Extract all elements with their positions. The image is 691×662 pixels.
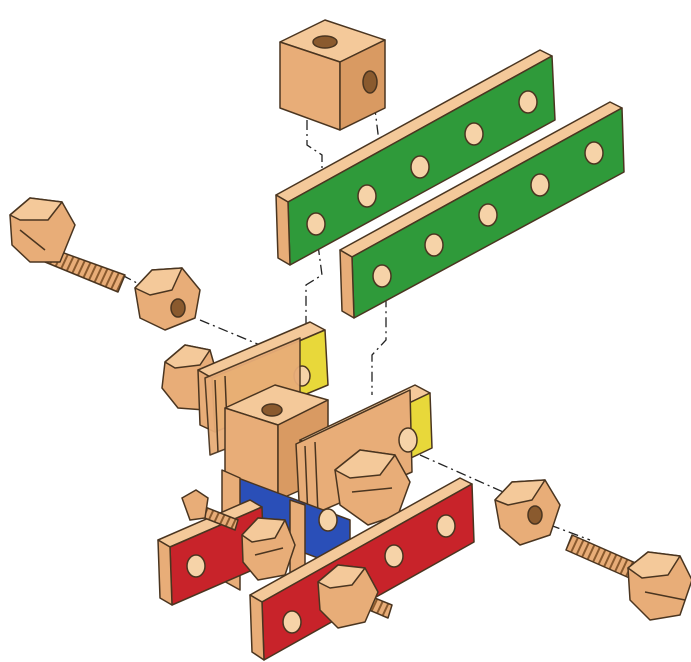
green-strip-2 xyxy=(339,101,625,319)
left-nut xyxy=(134,267,201,331)
right-nut xyxy=(494,479,561,546)
left-bolt xyxy=(9,197,126,293)
center-bolt xyxy=(334,449,411,526)
bottom-bolt xyxy=(317,564,393,629)
small-left-bolt xyxy=(181,489,239,531)
center-hex-nut xyxy=(241,517,296,581)
top-nut-block xyxy=(279,19,386,131)
right-bolt xyxy=(565,534,691,621)
green-strip-1 xyxy=(275,49,556,266)
